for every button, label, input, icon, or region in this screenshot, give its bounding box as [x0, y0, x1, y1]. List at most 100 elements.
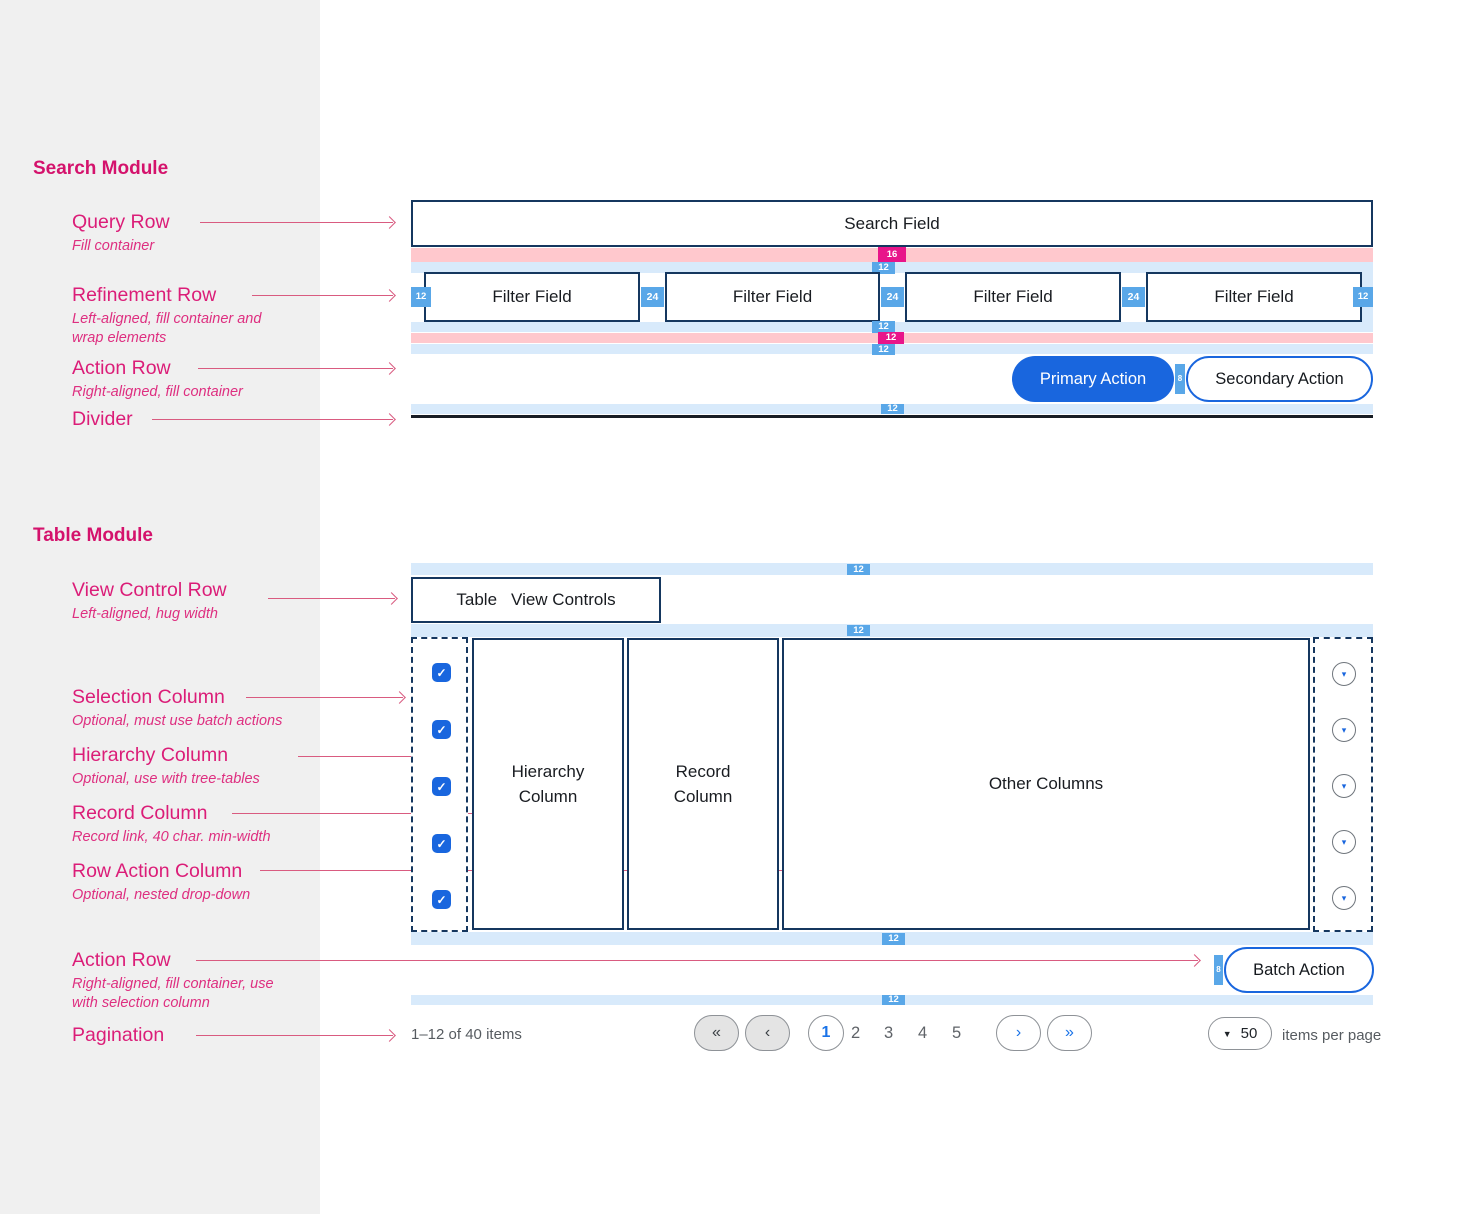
search-module-section-title: Search Module: [33, 158, 169, 179]
table-module-section-title: Table Module: [33, 525, 153, 546]
double-chevron-right-icon: »: [1065, 1024, 1074, 1041]
desc-record-column: Record link, 40 char. min-width: [72, 829, 271, 845]
desc-query-row: Fill container: [72, 238, 155, 254]
items-per-page-value: 50: [1240, 1025, 1258, 1042]
spacing-badge-12: 12: [847, 564, 870, 575]
label-query-row: Query Row: [72, 211, 170, 233]
annotation-sidebar: [0, 0, 320, 1214]
row-checkbox-3[interactable]: ✓: [432, 777, 451, 796]
search-field[interactable]: Search Field: [411, 200, 1373, 247]
query-row-arrow: [200, 222, 393, 223]
check-icon: ✓: [436, 779, 447, 794]
check-icon: ✓: [436, 665, 447, 680]
desc-refinement-row: Left-aligned, fill container and wrap el…: [72, 311, 262, 346]
desc-hierarchy-column: Optional, use with tree-tables: [72, 771, 260, 787]
filter-field-3[interactable]: Filter Field: [905, 272, 1121, 322]
search-field-label: Search Field: [844, 213, 940, 233]
module-divider: [411, 415, 1373, 418]
filter-field-label: Filter Field: [973, 287, 1053, 306]
label-view-control-row: View Control Row: [72, 579, 227, 601]
first-page-button[interactable]: «: [694, 1015, 739, 1051]
spacing-badge-12: 12: [882, 995, 905, 1005]
spacing-badge-12-right: 12: [1353, 287, 1373, 307]
page-button-4[interactable]: 4: [918, 1024, 928, 1042]
chevron-right-icon: ›: [1015, 1024, 1022, 1041]
row-action-menu-button-3[interactable]: ▾: [1332, 774, 1356, 798]
double-chevron-left-icon: «: [712, 1024, 721, 1041]
label-hierarchy-column: Hierarchy Column: [72, 744, 229, 766]
spacing-badge-12: 12: [881, 404, 904, 414]
divider-arrow: [152, 419, 393, 420]
spacing-badge-24: 24: [641, 287, 664, 307]
spacing-badge-12-magenta: 12: [878, 332, 904, 344]
filter-field-2[interactable]: Filter Field: [665, 272, 880, 322]
spacing-band-blue-12: [411, 624, 1373, 637]
label-refinement-row: Refinement Row: [72, 284, 217, 306]
row-checkbox-1[interactable]: ✓: [432, 663, 451, 682]
other-columns: Other Columns: [782, 638, 1310, 930]
chevron-down-icon: ▾: [1341, 892, 1347, 903]
action-row-table-arrow: [196, 960, 1198, 961]
chevron-down-icon: ▾: [1341, 836, 1347, 847]
pagination-arrow: [196, 1035, 393, 1036]
next-page-button[interactable]: ›: [996, 1015, 1041, 1051]
spacing-badge-16: 16: [878, 247, 906, 262]
filter-field-label: Filter Field: [732, 287, 813, 306]
hierarchy-column: Hierarchy Column: [472, 638, 624, 930]
spacing-badge-12: 12: [882, 933, 905, 945]
label-row-action-column: Row Action Column: [72, 860, 243, 882]
spacing-badge-12: 12: [872, 344, 895, 355]
page-button-5[interactable]: 5: [952, 1024, 962, 1042]
label-record-column: Record Column: [72, 802, 208, 824]
pagination-range: 1–12 of 40 items: [411, 1026, 522, 1043]
previous-page-button[interactable]: ‹: [745, 1015, 790, 1051]
filter-field-label: Filter Field: [1214, 287, 1294, 306]
hierarchy-column-label: Hierarchy Column: [511, 762, 585, 806]
last-page-button[interactable]: »: [1047, 1015, 1092, 1051]
items-per-page-select[interactable]: ▼ 50: [1208, 1017, 1272, 1050]
row-checkbox-5[interactable]: ✓: [432, 890, 451, 909]
refinement-row-arrow: [252, 295, 393, 296]
other-columns-label: Other Columns: [988, 774, 1104, 793]
desc-view-control-row: Left-aligned, hug width: [72, 606, 218, 622]
row-action-menu-button-2[interactable]: ▾: [1332, 718, 1356, 742]
spacing-badge-24: 24: [881, 287, 904, 307]
label-selection-column: Selection Column: [72, 686, 225, 708]
chevron-down-icon: ▾: [1341, 724, 1347, 735]
chevron-left-icon: ‹: [764, 1024, 771, 1041]
spacing-badge-12: 12: [847, 625, 870, 636]
desc-action-row-search: Right-aligned, fill container: [72, 384, 243, 400]
spacing-badge-12: 12: [872, 262, 895, 274]
desc-row-action-column: Optional, nested drop-down: [72, 887, 251, 903]
row-action-menu-button-5[interactable]: ▾: [1332, 886, 1356, 910]
row-checkbox-2[interactable]: ✓: [432, 720, 451, 739]
page-button-3[interactable]: 3: [884, 1024, 894, 1042]
hierarchy-column-arrow: [298, 756, 462, 757]
batch-action-button[interactable]: Batch Action: [1224, 947, 1374, 993]
filter-field-1[interactable]: Filter Field: [424, 272, 640, 322]
row-action-menu-button-4[interactable]: ▾: [1332, 830, 1356, 854]
secondary-action-button[interactable]: Secondary Action: [1186, 356, 1373, 402]
selection-column-arrow: [246, 697, 403, 698]
desc-action-row-table: Right-aligned, fill container, use with …: [72, 976, 274, 1011]
label-divider: Divider: [72, 408, 133, 430]
desc-selection-column: Optional, must use batch actions: [72, 713, 283, 729]
page-button-1-current[interactable]: 1: [808, 1015, 844, 1051]
filter-field-4[interactable]: Filter Field: [1146, 272, 1362, 322]
spacing-badge-8: 8: [1214, 955, 1223, 985]
primary-action-button[interactable]: Primary Action: [1012, 356, 1174, 402]
row-action-menu-button-1[interactable]: ▾: [1332, 662, 1356, 686]
row-checkbox-4[interactable]: ✓: [432, 834, 451, 853]
label-pagination: Pagination: [72, 1024, 165, 1046]
caret-down-icon: ▼: [1222, 1028, 1232, 1039]
page-button-2[interactable]: 2: [851, 1024, 861, 1042]
spacing-band-blue-12: [411, 563, 1373, 575]
view-control-row-arrow: [268, 598, 395, 599]
filter-field-label: Filter Field: [492, 287, 572, 306]
chevron-down-icon: ▾: [1341, 668, 1347, 679]
check-icon: ✓: [436, 722, 447, 737]
label-action-row-table: Action Row: [72, 949, 171, 971]
